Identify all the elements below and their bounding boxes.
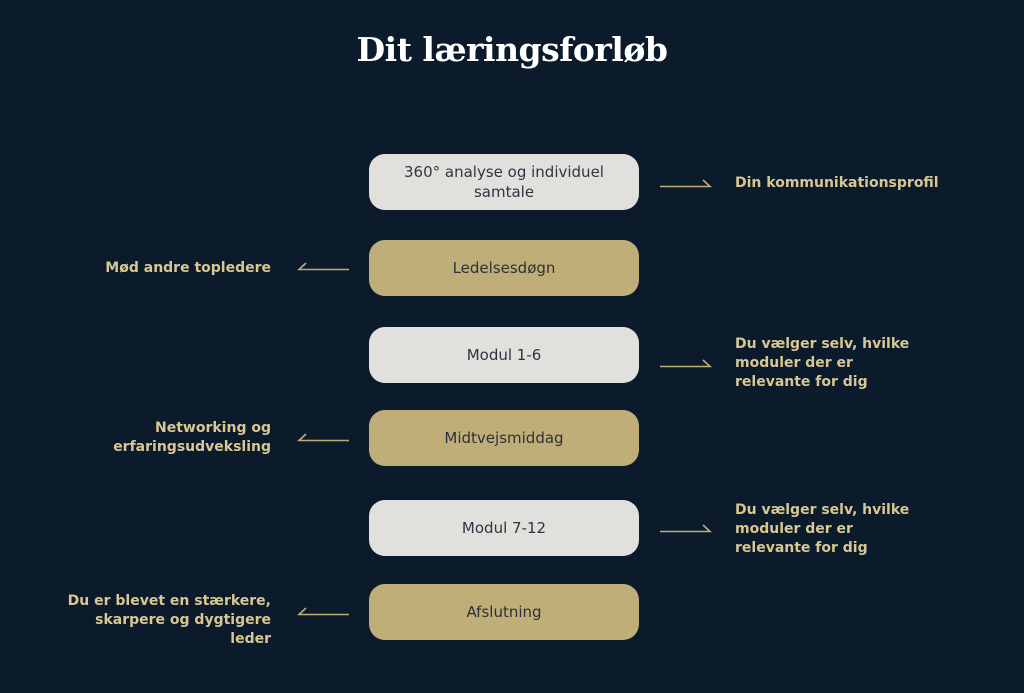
arrow-left-icon (297, 432, 349, 442)
step-box-modul-7-12: Modul 7-12 (369, 500, 639, 556)
step-box-modul-1-6: Modul 1-6 (369, 327, 639, 383)
arrow-left-icon (297, 606, 349, 616)
note-staerkere-leder: Du er blevet en stærkere, skarpere og dy… (67, 593, 271, 647)
note-moduler-1: Du vælger selv, hvilke moduler der er re… (735, 336, 910, 390)
step-box-afslutning: Afslutning (369, 584, 639, 640)
note-moduler-2: Du vælger selv, hvilke moduler der er re… (735, 502, 910, 556)
note-kommunikationsprofil: Din kommunikationsprofil (735, 175, 939, 191)
arrow-right-icon (660, 523, 712, 533)
step-box-ledelsesdoegn: Ledelsesdøgn (369, 240, 639, 296)
arrow-right-icon (660, 358, 712, 368)
arrow-left-icon (297, 261, 349, 271)
note-topledere: Mød andre topledere (105, 260, 271, 276)
arrow-right-icon (660, 178, 712, 188)
step-box-midtvejsmiddag: Midtvejsmiddag (369, 410, 639, 466)
note-networking: Networking og erfaringsudveksling (113, 420, 271, 455)
page-title: Dit læringsforløb (356, 30, 668, 69)
step-box-360-analyse: 360° analyse og individuel samtale (369, 154, 639, 210)
